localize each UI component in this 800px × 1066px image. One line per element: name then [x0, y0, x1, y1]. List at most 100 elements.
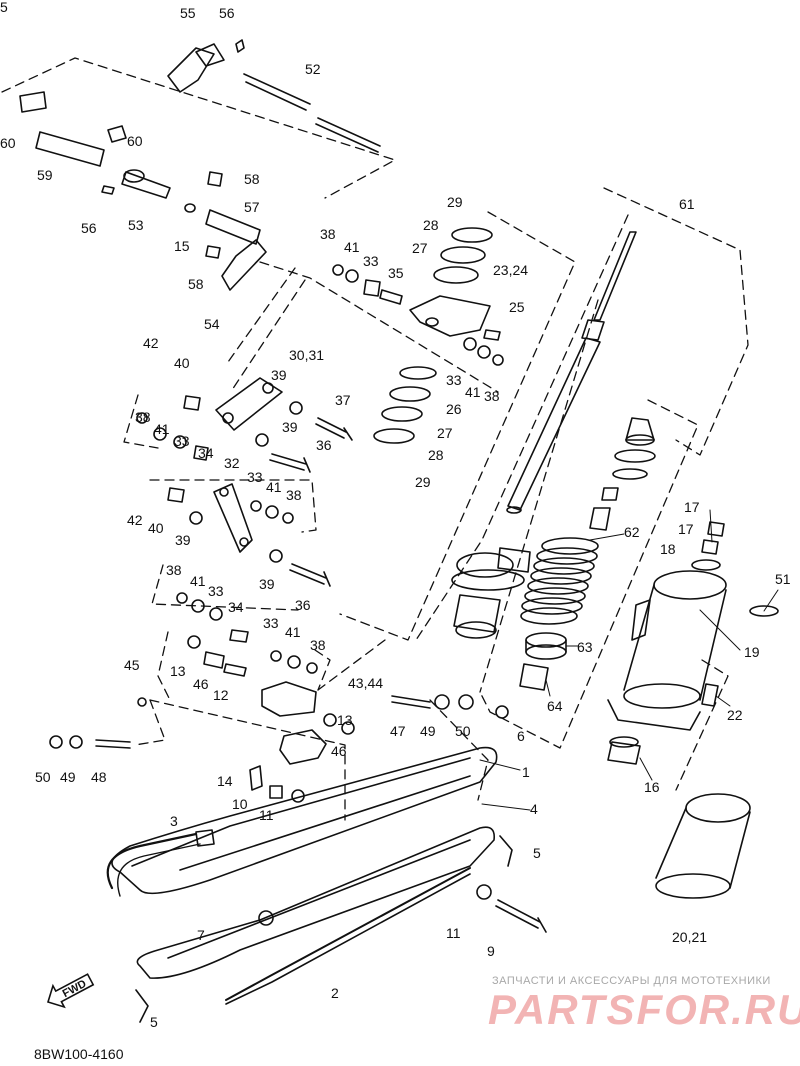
- callout-label: 33: [446, 372, 462, 388]
- shock-rod-61: [451, 231, 637, 639]
- callout-label: 41: [285, 624, 301, 640]
- callout-label: 42: [143, 335, 159, 351]
- spring-62: [520, 537, 599, 625]
- callout-label: 57: [244, 199, 260, 215]
- callout-label: 15: [174, 238, 190, 254]
- ski-2: [136, 826, 496, 979]
- callout-label: 5: [150, 1014, 158, 1030]
- callout-label: 28: [423, 217, 439, 233]
- callout-label: 49: [420, 723, 436, 739]
- callout-label: 58: [188, 276, 204, 292]
- callout-label: 50: [35, 769, 51, 785]
- callout-label: 60: [0, 135, 16, 151]
- callout-label: 39: [282, 419, 298, 435]
- callout-label: 41: [266, 479, 282, 495]
- callout-label: 38: [484, 388, 500, 404]
- callout-label: 33: [174, 433, 190, 449]
- callout-label: 12: [213, 687, 229, 703]
- callout-label: 56: [219, 5, 235, 21]
- callout-label: 58: [244, 171, 260, 187]
- callout-label: 62: [624, 524, 640, 540]
- callout-label: 20,21: [672, 929, 708, 945]
- callout-label: 9: [487, 943, 495, 959]
- callout-label: 34: [198, 445, 214, 461]
- callout-label: 25: [509, 299, 525, 315]
- callout-label: 38: [310, 637, 326, 653]
- bushings-top: [332, 264, 504, 366]
- callout-label: 41: [190, 573, 206, 589]
- small-parts-right: [607, 521, 779, 765]
- callout-label: 64: [547, 698, 563, 714]
- callout-label: 48: [91, 769, 107, 785]
- callout-label: 38: [320, 226, 336, 242]
- callout-label: 61: [679, 196, 695, 212]
- callout-label: 22: [727, 707, 743, 723]
- callout-label: 47: [390, 723, 406, 739]
- callout-label: 33: [263, 615, 279, 631]
- callout-label: 51: [775, 571, 791, 587]
- callout-label: 13: [337, 712, 353, 728]
- bushings-left: [49, 395, 509, 926]
- callout-label: 33: [363, 253, 379, 269]
- callout-label: 42: [127, 512, 143, 528]
- callout-label: 27: [412, 240, 428, 256]
- callout-label: 60: [127, 133, 143, 149]
- bolts: [95, 417, 547, 1023]
- callout-label: 54: [204, 316, 220, 332]
- callout-label: 1: [522, 764, 530, 780]
- callout-label: 32: [224, 455, 240, 471]
- callout-label: 41: [344, 239, 360, 255]
- callout-label: 18: [660, 541, 676, 557]
- callout-label: 33: [208, 583, 224, 599]
- callout-label: 35: [388, 265, 404, 281]
- callout-label: 43,44: [348, 675, 384, 691]
- callout-label: 38: [286, 487, 302, 503]
- callout-label: 23,24: [493, 262, 529, 278]
- callout-label: 3: [170, 813, 178, 829]
- callout-label: 36: [316, 437, 332, 453]
- callout-label: 19: [744, 644, 760, 660]
- callout-label: 29: [415, 474, 431, 490]
- diagram-code: 8BW100-4160: [34, 1046, 124, 1062]
- ski-loop: [106, 832, 198, 890]
- callout-label: 16: [644, 779, 660, 795]
- callout-label: 13: [170, 663, 186, 679]
- watermark-brand: PARTSFOR.RU: [488, 986, 800, 1033]
- callout-label: 29: [447, 194, 463, 210]
- callout-label: 38: [135, 409, 151, 425]
- callout-label: 17: [684, 499, 700, 515]
- steering-assembly: [19, 39, 381, 291]
- leader-lines: [479, 509, 779, 811]
- callout-label: 55: [180, 5, 196, 21]
- callout-label: 45: [124, 657, 140, 673]
- callout-label: 5: [533, 845, 541, 861]
- ski-runner: [225, 867, 471, 1005]
- callout-label: 11: [446, 925, 461, 941]
- bump-stop-boot: [589, 417, 656, 531]
- link-arms: [213, 377, 283, 553]
- callout-label: 49: [60, 769, 76, 785]
- collar-63-64: [519, 632, 567, 691]
- callout-label: 27: [437, 425, 453, 441]
- callout-label: 34: [228, 599, 244, 615]
- callout-label: 14: [217, 773, 233, 789]
- dashed-boundaries: [1, 57, 749, 821]
- callout-label: 2: [331, 985, 339, 1001]
- callout-label: 41: [465, 384, 481, 400]
- callout-label: 17: [678, 521, 694, 537]
- callout-label: 33: [247, 469, 263, 485]
- callout-label: 39: [175, 532, 191, 548]
- callout-label: 41: [154, 421, 170, 437]
- callout-label: 38: [166, 562, 182, 578]
- watermark-tagline: ЗАПЧАСТИ И АКСЕССУАРЫ ДЛЯ МОТОТЕХНИКИ: [492, 975, 771, 987]
- washer-stack-26-29: [373, 227, 493, 444]
- callout-label: 7: [197, 927, 205, 943]
- callout-label: 4: [530, 801, 538, 817]
- callout-label: 39: [271, 367, 287, 383]
- callout-label: 11: [259, 807, 274, 823]
- callout-label: 50: [455, 723, 471, 739]
- callout-label: 40: [148, 520, 164, 536]
- callout-label: 26: [446, 401, 462, 417]
